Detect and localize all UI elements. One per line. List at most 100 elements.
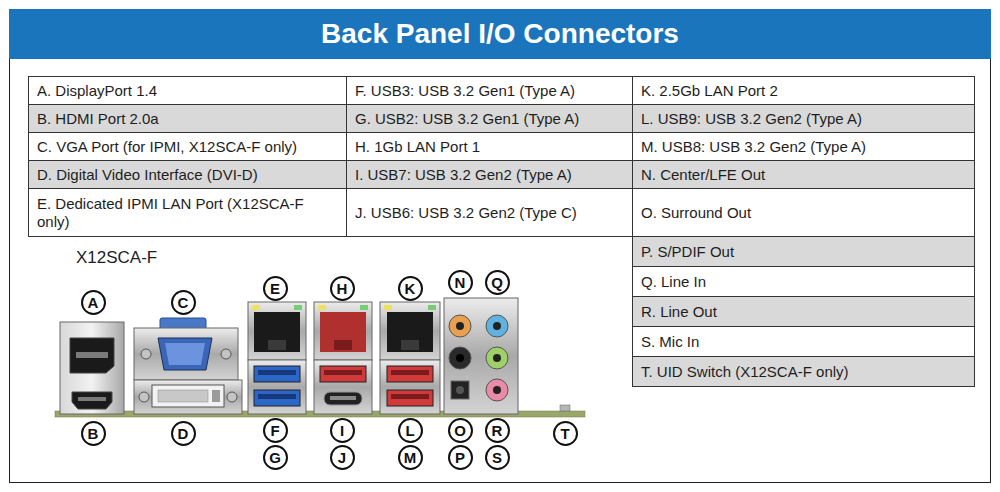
callout-circle: M <box>398 445 423 470</box>
table-cell: R. Line Out <box>632 296 975 327</box>
table-cell: D. Digital Video Interface (DVI-D) <box>28 160 347 189</box>
table-cell-text: C. VGA Port (for IPMI, X12SCA-F only) <box>37 138 297 156</box>
audio-jack <box>486 315 508 337</box>
callout-circle: Q <box>485 270 510 295</box>
table-cell-text: B. HDMI Port 2.0a <box>37 110 159 128</box>
lan-led <box>252 305 260 310</box>
table-cell: I. USB7: USB 3.2 Gen2 (Type A) <box>346 160 633 189</box>
callout-letter: F <box>270 423 279 438</box>
audio-housing <box>444 298 518 414</box>
lan-led <box>294 305 302 310</box>
callout-circle: N <box>448 270 473 295</box>
lan-jack <box>320 312 366 352</box>
audio-jack-hole <box>493 322 501 330</box>
table-cell-text: D. Digital Video Interface (DVI-D) <box>37 166 258 184</box>
title-bar: Back Panel I/O Connectors <box>9 9 991 59</box>
table-cell-text: R. Line Out <box>641 303 717 321</box>
audio-jack <box>449 347 471 369</box>
usb-housing <box>314 360 372 414</box>
lan-led <box>360 305 368 310</box>
callout-letter: K <box>405 281 416 296</box>
callout-circle: L <box>398 418 423 443</box>
usb-tongue <box>391 394 429 399</box>
dvi-pins <box>158 390 208 402</box>
table-cell: B. HDMI Port 2.0a <box>28 104 347 133</box>
table-cell-text: Q. Line In <box>641 273 706 291</box>
callout-letter: E <box>270 281 280 296</box>
callout-circle: P <box>448 445 473 470</box>
table-cell-text: N. Center/LFE Out <box>641 166 765 184</box>
callout-circle: G <box>263 445 288 470</box>
screw <box>141 349 151 359</box>
table-cell: N. Center/LFE Out <box>632 160 975 189</box>
lan-housing <box>380 302 440 360</box>
vga-pins <box>165 343 205 365</box>
optical-port <box>451 381 469 399</box>
callout-letter: H <box>337 281 348 296</box>
lan-notch <box>268 340 286 350</box>
table-cell-text: E. Dedicated IPMI LAN Port (X12SCA-F onl… <box>37 195 338 231</box>
callout-letter: S <box>492 450 502 465</box>
displayport-tongue <box>76 352 108 358</box>
callout-circle: I <box>330 418 355 443</box>
callout-circle: F <box>263 418 288 443</box>
table-cell-text: T. UID Switch (X12SCA-F only) <box>641 363 849 381</box>
lan-housing <box>248 302 306 360</box>
callout-circle: T <box>553 421 578 446</box>
callout-letter: J <box>338 450 346 465</box>
callout-circle: D <box>171 421 196 446</box>
usb-port <box>254 366 300 382</box>
usb-port <box>387 366 433 382</box>
usb-tongue <box>324 370 362 375</box>
table-cell-text: M. USB8: USB 3.2 Gen2 (Type A) <box>641 138 866 156</box>
lan-jack <box>254 312 300 352</box>
audio-jack-hole <box>493 354 501 362</box>
video-housing <box>60 322 124 414</box>
callout-circle: O <box>448 418 473 443</box>
table-cell: G. USB2: USB 3.2 Gen1 (Type A) <box>346 104 633 133</box>
usb-port <box>387 390 433 406</box>
vga-dsub <box>158 338 212 370</box>
lan-led <box>384 305 392 310</box>
callout-circle: C <box>171 290 196 315</box>
usb-port <box>254 390 300 406</box>
dvi-connector <box>152 385 224 407</box>
usb-tongue <box>391 370 429 375</box>
screw <box>139 392 149 402</box>
audio-jack-hole <box>456 322 464 330</box>
table-cell-text: P. S/PDIF Out <box>641 243 734 261</box>
hdmi-opening <box>72 392 112 409</box>
table-cell-text: A. DisplayPort 1.4 <box>37 82 157 100</box>
table-cell: S. Mic In <box>632 326 975 357</box>
vga-housing <box>134 328 238 380</box>
audio-jack-hole <box>456 354 464 362</box>
board-model-label: X12SCA-F <box>76 248 157 268</box>
callout-circle: K <box>398 276 423 301</box>
callout-letter: P <box>455 450 465 465</box>
table-cell: E. Dedicated IPMI LAN Port (X12SCA-F onl… <box>28 188 347 237</box>
lan-notch <box>334 340 352 350</box>
audio-jack <box>486 347 508 369</box>
optical-port-lens <box>456 386 464 394</box>
lan-led <box>428 305 436 310</box>
callout-letter: C <box>178 295 189 310</box>
table-cell-text: F. USB3: USB 3.2 Gen1 (Type A) <box>355 82 575 100</box>
table-cell-text: I. USB7: USB 3.2 Gen2 (Type A) <box>355 166 572 184</box>
callout-letter: R <box>492 423 503 438</box>
table-cell: H. 1Gb LAN Port 1 <box>346 132 633 161</box>
uid-switch <box>560 405 570 411</box>
table-cell: L. USB9: USB 3.2 Gen2 (Type A) <box>632 104 975 133</box>
table-cell: F. USB3: USB 3.2 Gen1 (Type A) <box>346 76 633 105</box>
callout-letter: L <box>405 423 414 438</box>
table-cell: K. 2.5Gb LAN Port 2 <box>632 76 975 105</box>
table-cell-text: G. USB2: USB 3.2 Gen1 (Type A) <box>355 110 579 128</box>
audio-jack <box>486 379 508 401</box>
audio-jack-hole <box>493 386 501 394</box>
screw <box>227 392 237 402</box>
callout-letter: B <box>88 426 99 441</box>
table-cell: A. DisplayPort 1.4 <box>28 76 347 105</box>
usb-tongue <box>258 370 296 375</box>
title-text: Back Panel I/O Connectors <box>321 18 679 50</box>
lan-led <box>318 305 326 310</box>
usb-port <box>320 366 366 382</box>
